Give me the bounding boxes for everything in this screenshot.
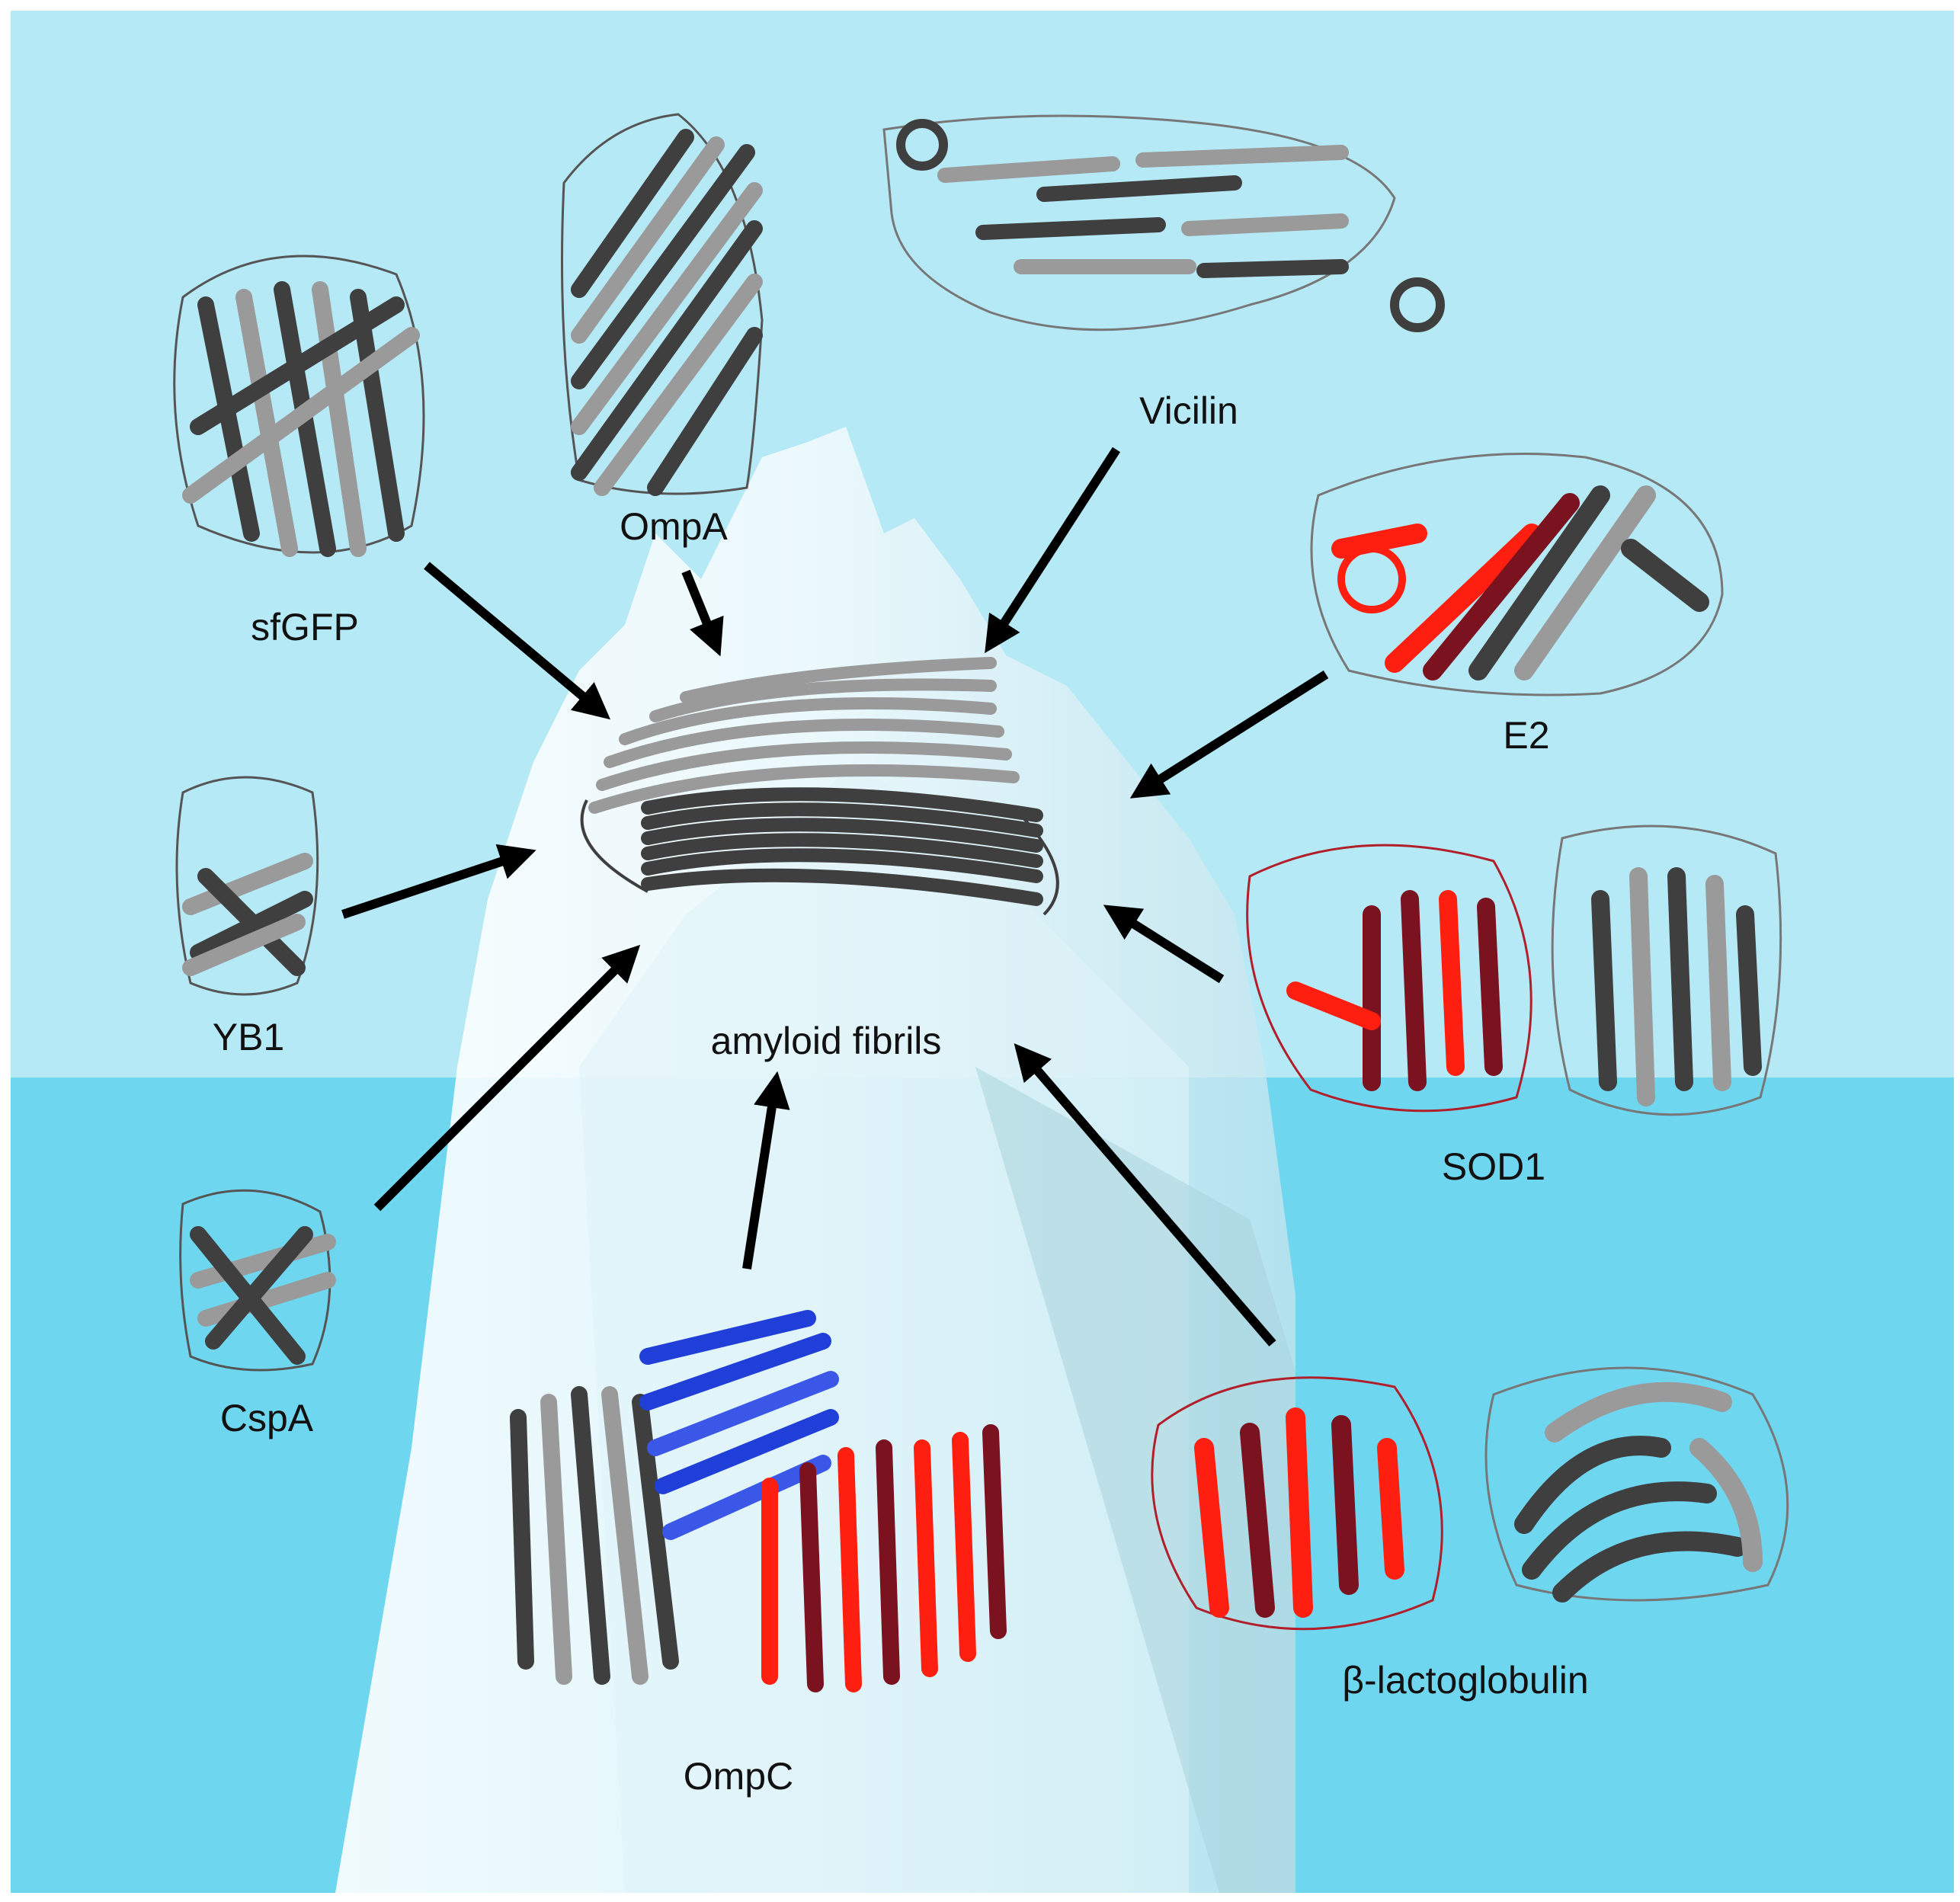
arrow-ompa bbox=[681, 569, 724, 657]
protein-label-yb1: YB1 bbox=[213, 1016, 285, 1058]
protein-ompa-structure bbox=[561, 113, 764, 496]
protein-sfgfp-structure bbox=[173, 255, 425, 557]
protein-sod1-structure bbox=[1246, 825, 1782, 1116]
arrow-yb1 bbox=[341, 844, 536, 919]
protein-cspa-structure bbox=[179, 1189, 336, 1372]
protein-yb1-structure bbox=[175, 776, 319, 996]
protein-label-e2: E2 bbox=[1503, 714, 1549, 757]
protein-label-sod1: SOD1 bbox=[1442, 1145, 1545, 1188]
arrow-cspa bbox=[373, 944, 641, 1212]
protein-ompc-structure bbox=[510, 1310, 1007, 1692]
protein-label-vicilin: Vicilin bbox=[1139, 389, 1238, 432]
arrow-sfgfp bbox=[424, 562, 611, 720]
protein-vicilin-structure bbox=[882, 114, 1445, 332]
protein-label-cspa: CspA bbox=[220, 1397, 314, 1439]
arrow-ompc bbox=[742, 1071, 790, 1270]
protein-blg-structure bbox=[1151, 1366, 1789, 1631]
arrow-e2 bbox=[1129, 670, 1329, 799]
protein-label-ompa: OmpA bbox=[620, 505, 728, 548]
protein-label-ompc: OmpC bbox=[684, 1755, 793, 1798]
arrow-sod1 bbox=[1103, 905, 1225, 984]
amyloid-fibril-structure bbox=[580, 657, 1059, 916]
protein-label-blg: β-lactoglobulin bbox=[1342, 1659, 1588, 1702]
arrow-vicilin bbox=[985, 447, 1121, 654]
center-label: amyloid fibrils bbox=[711, 1020, 942, 1062]
protein-label-sfgfp: sfGFP bbox=[251, 606, 359, 648]
arrows bbox=[341, 447, 1329, 1346]
arrow-blg bbox=[1014, 1043, 1276, 1346]
protein-e2-structure bbox=[1310, 453, 1724, 696]
